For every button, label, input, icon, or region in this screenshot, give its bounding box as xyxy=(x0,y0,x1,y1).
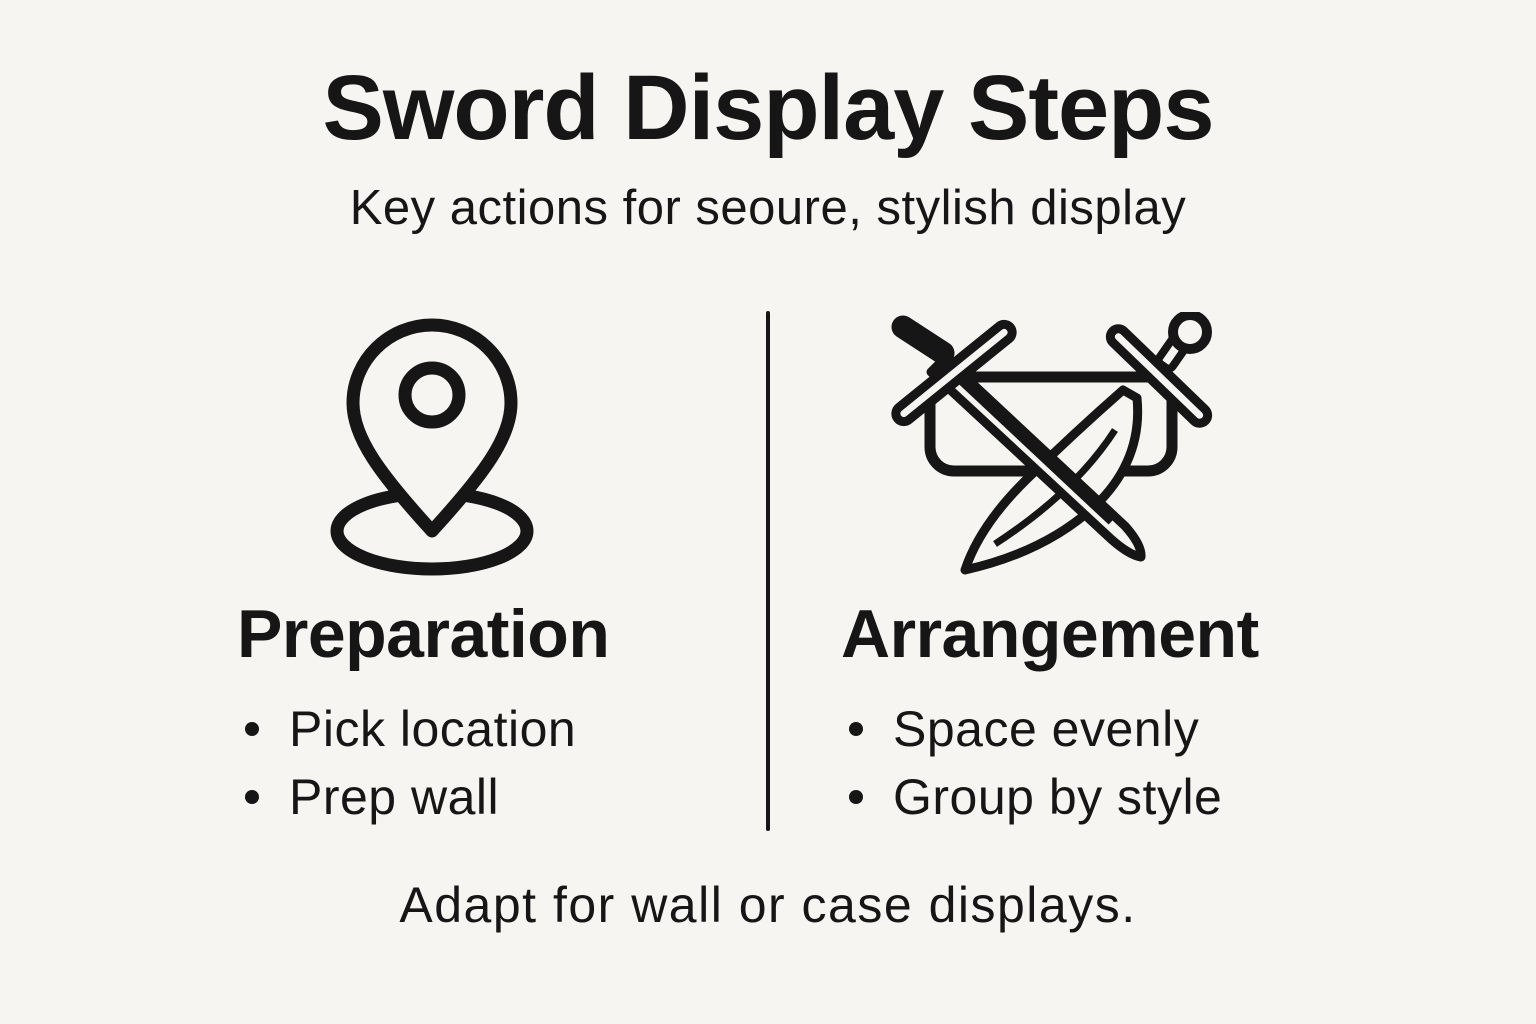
left-sword xyxy=(891,315,1146,562)
bullet-dot xyxy=(245,789,259,804)
list-item: Pick location xyxy=(245,695,627,763)
bullet-dot xyxy=(849,721,863,736)
bullet-list: Pick location Prep wall xyxy=(237,695,627,831)
bullet-dot xyxy=(849,789,863,804)
bullet-list: Space evenly Group by style xyxy=(841,695,1273,831)
columns-section: Preparation Pick location Prep wall xyxy=(0,311,1536,831)
preparation-content: Preparation Pick location Prep wall xyxy=(237,596,627,831)
bullet-text: Group by style xyxy=(893,768,1223,825)
page-title: Sword Display Steps xyxy=(322,57,1214,159)
bullet-text: Space evenly xyxy=(893,700,1200,757)
column-arrangement: Arrangement Space evenly Group by style xyxy=(797,311,1317,830)
list-item: Group by style xyxy=(849,763,1273,831)
location-pin-icon xyxy=(330,318,534,576)
column-heading: Preparation xyxy=(237,596,610,673)
bullet-dot xyxy=(245,721,259,736)
arrangement-content: Arrangement Space evenly Group by style xyxy=(841,596,1273,831)
bullet-text: Prep wall xyxy=(289,768,500,825)
page-subtitle: Key actions for seoure, stylish display xyxy=(349,180,1187,235)
crossed-swords-icon xyxy=(891,312,1213,575)
arrangement-icon-box xyxy=(887,311,1227,583)
column-preparation: Preparation Pick location Prep wall xyxy=(172,311,692,830)
footer-note: Adapt for wall or case displays. xyxy=(399,876,1137,933)
column-heading: Arrangement xyxy=(841,596,1259,673)
list-item: Prep wall xyxy=(245,763,627,831)
bullet-text: Pick location xyxy=(289,700,577,757)
column-divider xyxy=(766,311,770,831)
list-item: Space evenly xyxy=(849,695,1273,763)
preparation-icon-box xyxy=(327,311,537,583)
